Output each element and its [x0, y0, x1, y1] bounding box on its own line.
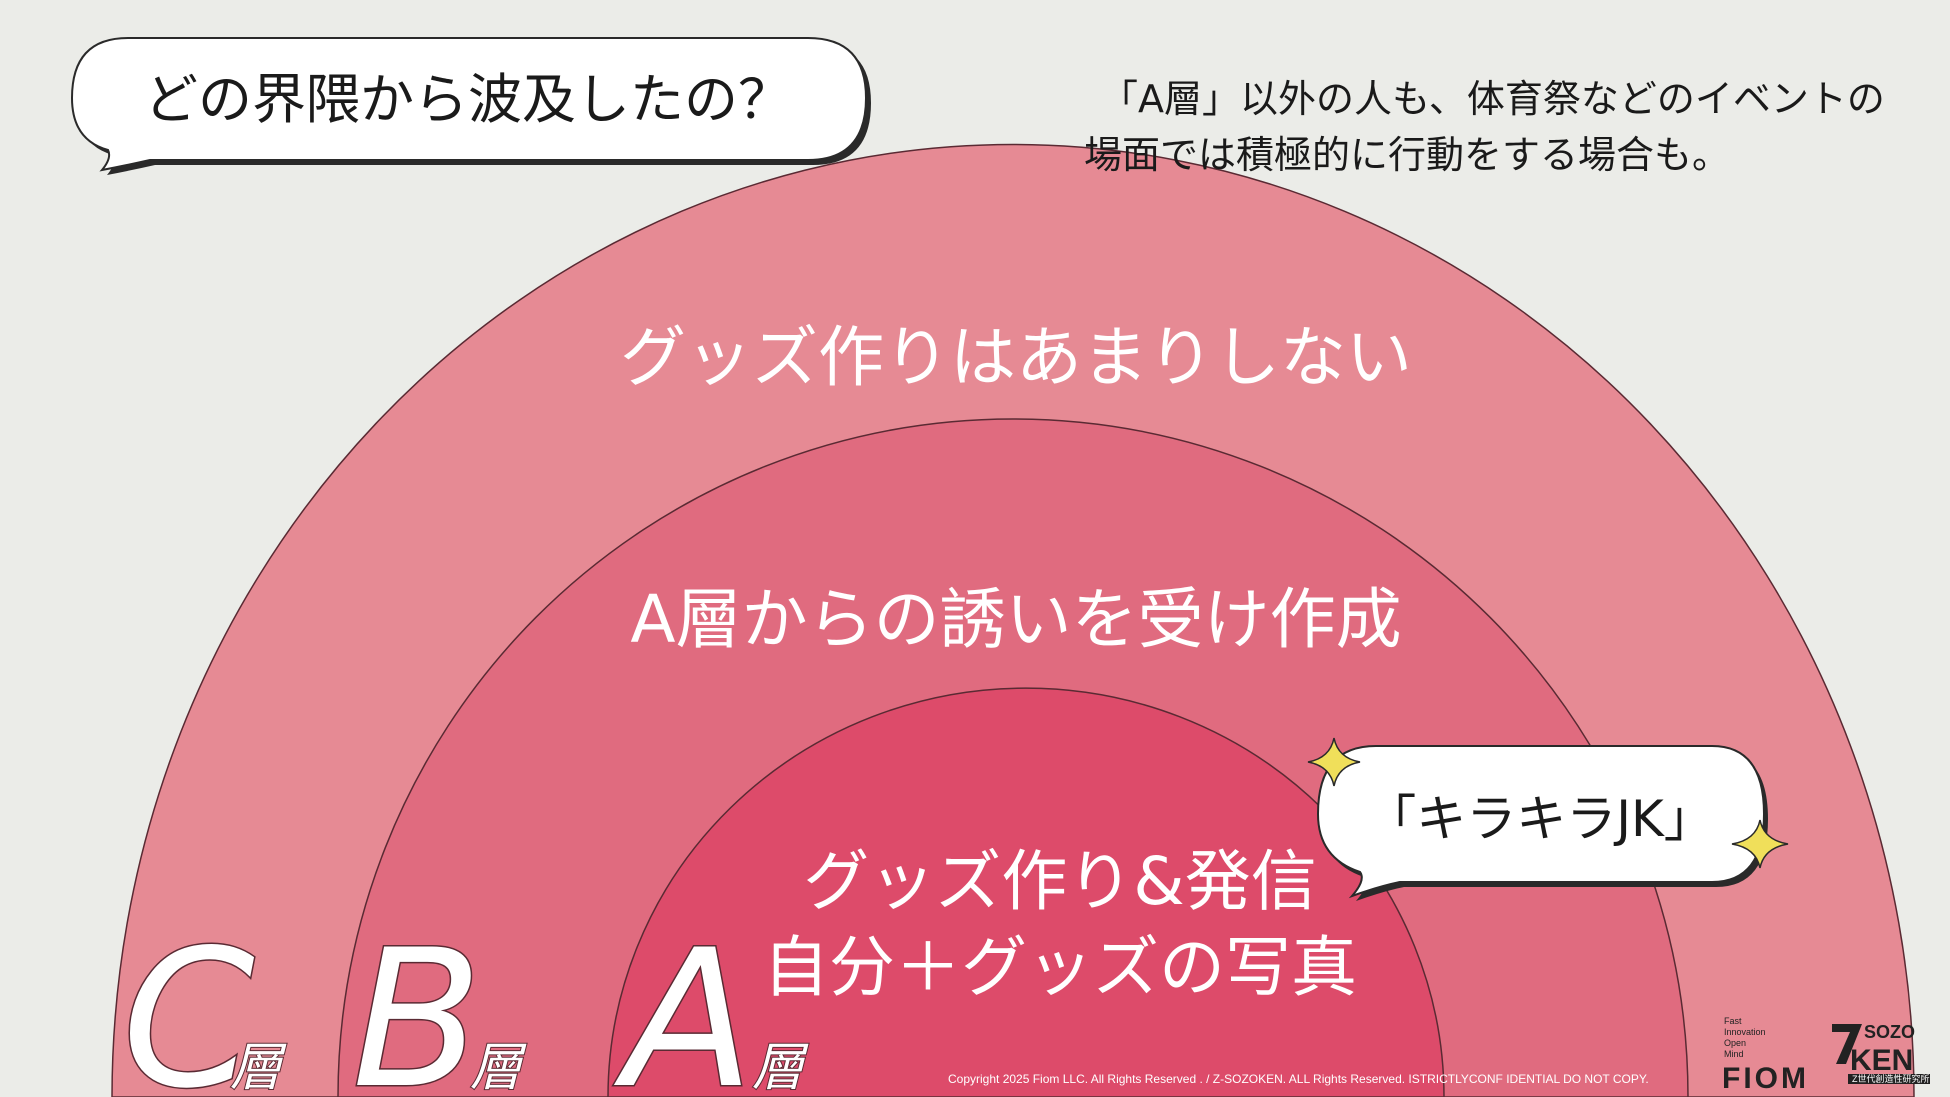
sparkle-icon: [1307, 737, 1361, 787]
layer-b-label-suffix: 層: [470, 1038, 527, 1097]
question-bubble-text: どの界隈から波及したの？: [144, 68, 792, 131]
question-bubble: どの界隈から波及したの？: [70, 37, 871, 175]
layer-b-label: B: [352, 909, 482, 1097]
svg-text:Open: Open: [1724, 1038, 1746, 1048]
kira-bubble-text: 「キラキラJK」: [1366, 790, 1714, 848]
layer-a-description-line2: 自分＋グッズの写真: [763, 929, 1357, 1006]
layer-c-label: C: [122, 909, 255, 1097]
layer-b-description: A層からの誘いを受け作成: [630, 581, 1401, 658]
svg-text:Z世代創造性研究所: Z世代創造性研究所: [1852, 1073, 1930, 1084]
svg-text:Mind: Mind: [1724, 1049, 1744, 1059]
layer-a-label-suffix: 層: [752, 1038, 809, 1097]
note-line-1: 「A層」以外の人も、体育祭などのイベントの: [1100, 77, 1885, 121]
fiom-logo: Fast Innovation Open Mind FIOM: [1722, 1016, 1809, 1095]
sparkle-icon: [1731, 819, 1789, 869]
layer-c-description: グッズ作りはあまりしない: [620, 319, 1412, 396]
svg-text:Fast: Fast: [1724, 1016, 1742, 1026]
fiom-logo-name: FIOM: [1722, 1062, 1809, 1095]
layer-a-description-line1: グッズ作り&発信: [803, 843, 1316, 920]
layer-a-label: A: [613, 909, 754, 1097]
note-line-2: 場面では積極的に行動をする場合も。: [1084, 133, 1730, 177]
zsozoken-logo: SOZO KEN Z世代創造性研究所: [1832, 1022, 1930, 1084]
copyright-text: Copyright 2025 Fiom LLC. All Rights Rese…: [948, 1072, 1649, 1086]
layer-c-label-suffix: 層: [230, 1038, 287, 1097]
kira-bubble: 「キラキラJK」: [1316, 745, 1768, 901]
svg-text:Innovation: Innovation: [1724, 1027, 1766, 1037]
layer-a-arc: [607, 687, 1445, 1097]
svg-text:SOZO: SOZO: [1864, 1022, 1915, 1042]
svg-text:KEN: KEN: [1850, 1044, 1913, 1077]
